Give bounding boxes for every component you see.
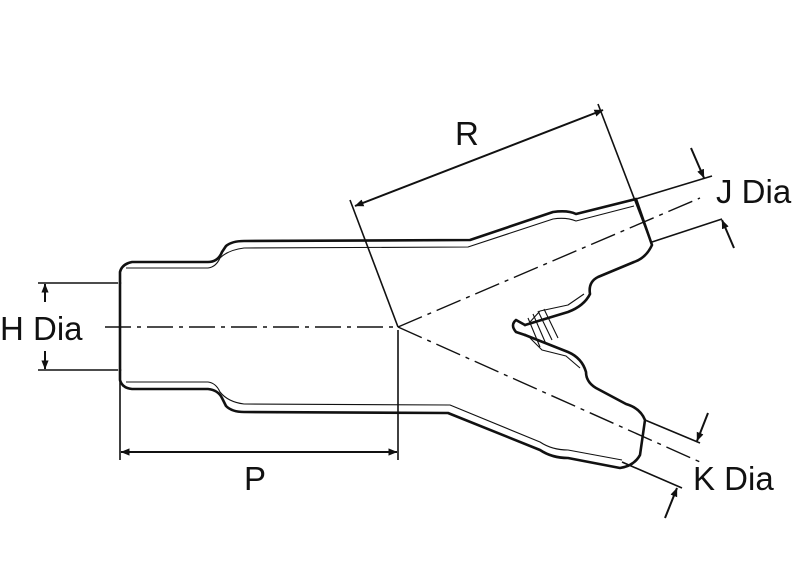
inner-wall-crotch bbox=[529, 293, 585, 369]
k-extension-outer bbox=[644, 419, 701, 444]
crotch-hatch bbox=[527, 308, 559, 348]
k-extension-inner bbox=[621, 461, 683, 489]
dimension-r: R bbox=[349, 103, 653, 328]
lower-branch-centre-line bbox=[397, 326, 701, 463]
inner-wall-top bbox=[126, 205, 635, 269]
dimension-h-dia: H Dia bbox=[0, 282, 118, 371]
r-extension-right bbox=[597, 103, 653, 246]
fitting-outline-bottom bbox=[118, 333, 647, 470]
j-arrow-lower bbox=[721, 219, 735, 249]
r-label: R bbox=[455, 115, 479, 152]
fitting-body bbox=[118, 197, 654, 470]
r-extension-left bbox=[349, 199, 399, 328]
k-arrow-lower bbox=[664, 487, 678, 519]
j-extension-inner bbox=[651, 218, 723, 243]
dimension-j-dia: J Dia bbox=[635, 147, 792, 249]
h-dia-label: H Dia bbox=[0, 310, 83, 347]
k-dia-label: K Dia bbox=[693, 460, 774, 497]
k-arrow-upper bbox=[696, 412, 709, 442]
inner-wall-bottom bbox=[126, 381, 623, 461]
dimension-p: P bbox=[119, 330, 399, 497]
centre-lines bbox=[105, 197, 701, 463]
j-arrow-upper bbox=[690, 147, 705, 179]
j-extension-outer bbox=[635, 175, 713, 200]
fitting-outline-top bbox=[118, 197, 654, 327]
upper-branch-centre-line bbox=[397, 197, 701, 328]
r-dimension-line bbox=[354, 109, 604, 207]
branch-crotch bbox=[511, 318, 527, 337]
p-label: P bbox=[244, 460, 266, 497]
dimension-k-dia: K Dia bbox=[621, 412, 774, 519]
j-dia-label: J Dia bbox=[716, 173, 792, 210]
